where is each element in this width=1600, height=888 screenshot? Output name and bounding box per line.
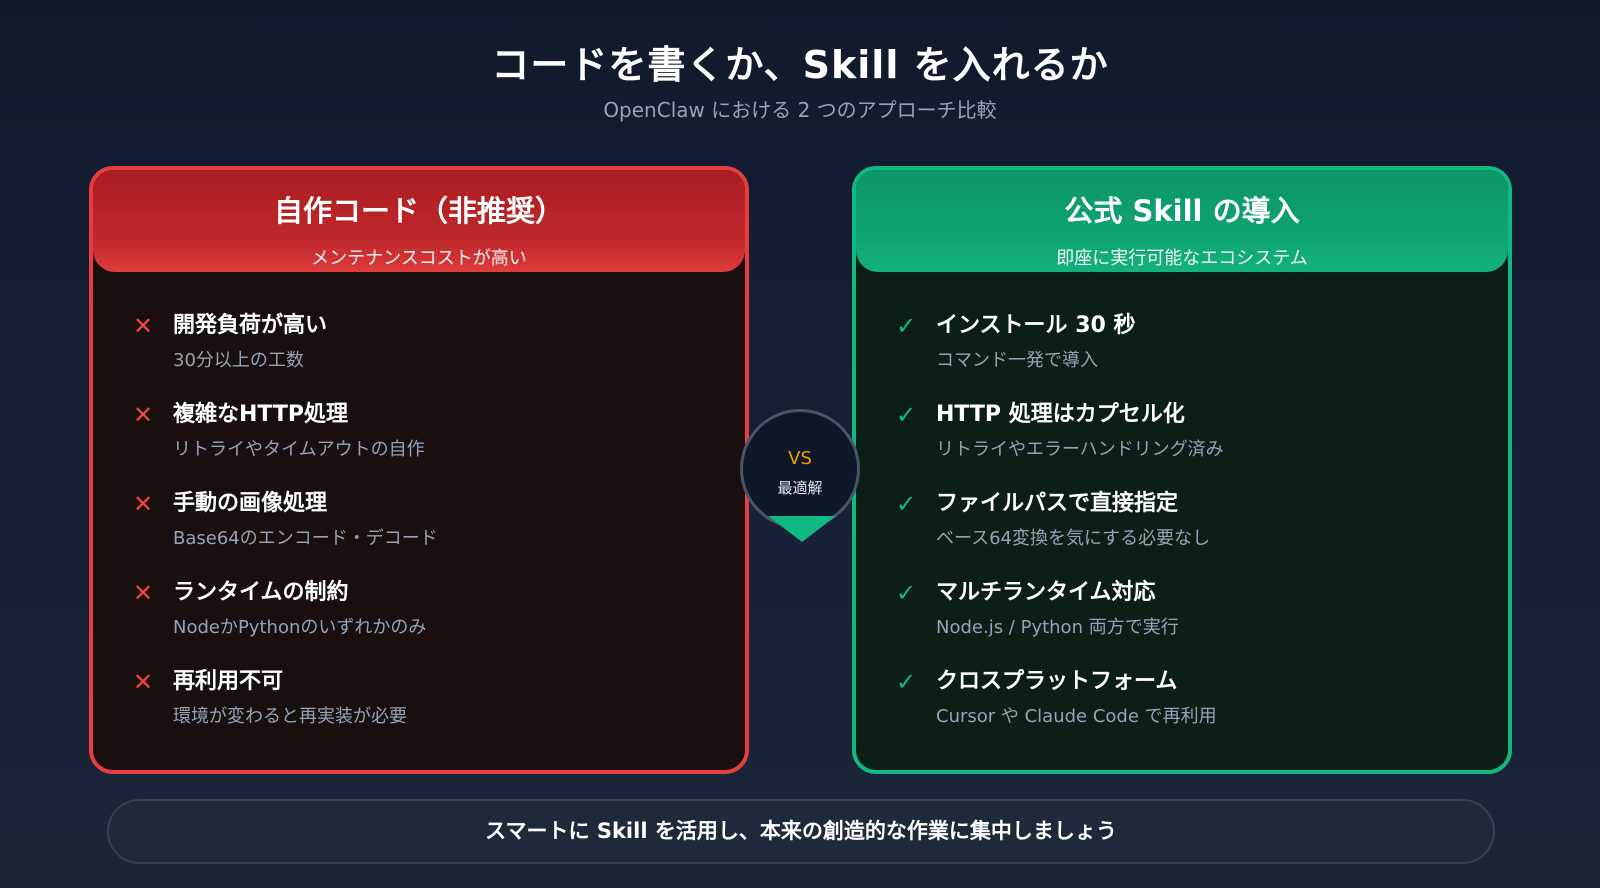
list-item: ✕ 手動の画像処理 Base64のエンコード・デコード [133,490,745,579]
card-subtitle: 即座に実行可能なエコシステム [1056,248,1308,269]
benefit-list: ✓ インストール 30 秒 コマンド一発で導入 ✓ HTTP 処理はカプセル化 … [856,272,1508,757]
list-item: ✓ クロスプラットフォーム Cursor や Claude Code で再利用 [896,668,1508,757]
list-item: ✓ マルチランタイム対応 Node.js / Python 両方で実行 [896,579,1508,668]
check-icon: ✓ [896,312,917,340]
official-skill-card-header: 公式 Skill の導入 即座に実行可能なエコシステム [856,170,1508,272]
vs-badge: VS 最適解 [740,409,860,529]
custom-code-card-header: 自作コード（非推奨） メンテナンスコストが高い [93,170,745,272]
item-title: 手動の画像処理 [173,491,328,516]
item-title: 開発負荷が高い [173,313,328,338]
list-item: ✕ 複雑なHTTP処理 リトライやタイムアウトの自作 [133,401,745,490]
check-icon: ✓ [896,579,917,607]
card-title: 公式 Skill の導入 [1064,194,1300,228]
custom-code-card: 自作コード（非推奨） メンテナンスコストが高い ✕ 開発負荷が高い 30分以上の… [89,166,749,774]
item-desc: Base64のエンコード・デコード [173,528,438,549]
list-item: ✓ HTTP 処理はカプセル化 リトライやエラーハンドリング済み [896,401,1508,490]
page-subtitle: OpenClaw における 2 つのアプローチ比較 [603,98,997,122]
cross-icon: ✕ [133,579,154,607]
check-icon: ✓ [896,490,917,518]
item-desc: Node.js / Python 両方で実行 [936,617,1179,638]
list-item: ✕ ランタイムの制約 NodeかPythonのいずれかのみ [133,579,745,668]
cross-icon: ✕ [133,490,154,518]
item-title: ランタイムの制約 [173,580,349,605]
item-desc: コマンド一発で導入 [936,350,1098,371]
vs-sublabel: 最適解 [777,479,823,497]
item-title: インストール 30 秒 [936,313,1136,338]
list-item: ✓ ファイルパスで直接指定 ベース64変換を気にする必要なし [896,490,1508,579]
drawback-list: ✕ 開発負荷が高い 30分以上の工数 ✕ 複雑なHTTP処理 リトライやタイムア… [93,272,745,757]
list-item: ✓ インストール 30 秒 コマンド一発で導入 [896,312,1508,401]
item-title: HTTP 処理はカプセル化 [936,402,1185,427]
check-icon: ✓ [896,401,917,429]
item-desc: 環境が変わると再実装が必要 [173,706,407,727]
cross-icon: ✕ [133,668,154,696]
item-title: マルチランタイム対応 [936,580,1156,605]
card-title: 自作コード（非推奨） [273,194,564,228]
list-item: ✕ 再利用不可 環境が変わると再実装が必要 [133,668,745,757]
item-title: 再利用不可 [173,669,284,694]
page-title: コードを書くか、Skill を入れるか [491,43,1109,87]
item-desc: リトライやエラーハンドリング済み [936,439,1224,460]
item-desc: NodeかPythonのいずれかのみ [173,617,427,638]
vs-label: VS [788,448,812,469]
cross-icon: ✕ [133,312,154,340]
official-skill-card: 公式 Skill の導入 即座に実行可能なエコシステム ✓ インストール 30 … [852,166,1512,774]
cross-icon: ✕ [133,401,154,429]
card-subtitle: メンテナンスコストが高い [311,248,527,269]
footer-message: スマートに Skill を活用し、本来の創造的な作業に集中しましょう [107,799,1495,864]
arrow-down-icon [768,516,836,542]
list-item: ✕ 開発負荷が高い 30分以上の工数 [133,312,745,401]
item-desc: Cursor や Claude Code で再利用 [936,706,1217,727]
item-desc: リトライやタイムアウトの自作 [173,439,425,460]
item-desc: 30分以上の工数 [173,350,304,371]
item-title: ファイルパスで直接指定 [936,491,1179,516]
check-icon: ✓ [896,668,917,696]
item-title: クロスプラットフォーム [936,669,1178,694]
item-desc: ベース64変換を気にする必要なし [936,528,1211,549]
item-title: 複雑なHTTP処理 [173,402,349,427]
